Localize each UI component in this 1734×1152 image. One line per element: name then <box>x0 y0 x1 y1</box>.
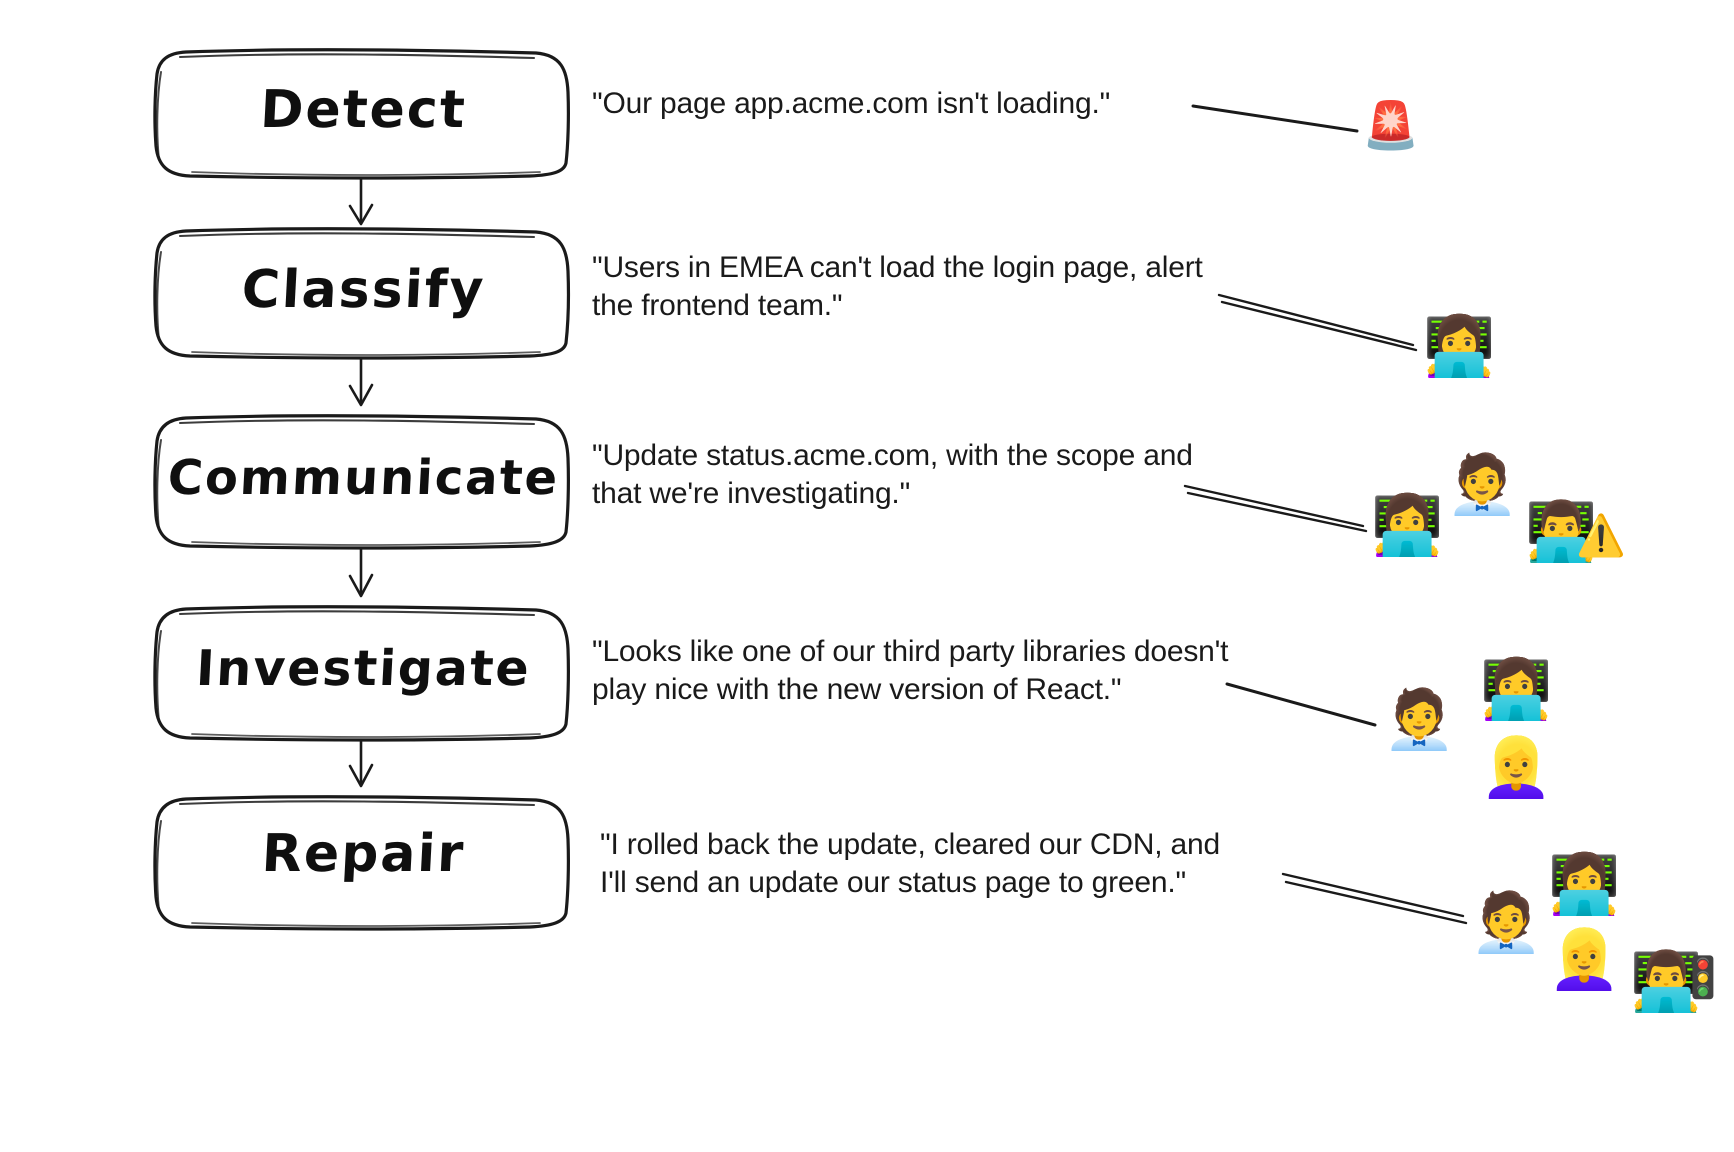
blond-woman-technologist-icon: 👱‍♀️ <box>1548 925 1621 993</box>
connector-communicate-investigate <box>348 546 374 598</box>
connector-investigate-repair <box>348 738 374 788</box>
quote-line: I'll send an update our status page to g… <box>600 866 1186 900</box>
quote-repair: "I rolled back the update, cleared our C… <box>600 826 1220 903</box>
warning-sign-icon: ⚠️ <box>1576 513 1626 559</box>
leader-line-detect <box>1191 104 1359 133</box>
quote-communicate: "Update status.acme.com, with the scope … <box>592 437 1193 514</box>
quote-line: "Users in EMEA can't load the login page… <box>592 251 1203 284</box>
police-car-light-icon: 🚨 <box>1362 98 1420 152</box>
leader-line-classify <box>1217 293 1418 352</box>
quote-investigate: "Looks like one of our third party libra… <box>592 633 1229 710</box>
woman-technologist-icon: 👩‍💻 <box>1480 655 1553 723</box>
woman-technologist-icon: 👩‍💻 <box>1548 850 1621 918</box>
quote-line: "Our page app.acme.com isn't loading." <box>592 87 1111 120</box>
quote-line: that we're investigating." <box>592 477 911 511</box>
quote-line: play nice with the new version of React.… <box>592 673 1122 707</box>
woman-technologist-icon: 👩‍💻 <box>1423 312 1496 380</box>
step-label-communicate: Communicate <box>166 450 561 506</box>
office-worker-icon: 🧑‍💼 <box>1383 685 1456 753</box>
man-technologist-icon: 👨‍💻 <box>1630 947 1703 1015</box>
quote-line: "Looks like one of our third party libra… <box>592 635 1229 668</box>
leader-line-communicate <box>1183 484 1368 533</box>
leader-line-repair <box>1281 872 1468 925</box>
connector-detect-classify <box>348 176 374 226</box>
leader-line-investigate <box>1225 682 1377 727</box>
quote-line: the frontend team." <box>592 289 843 323</box>
quote-line: "I rolled back the update, cleared our C… <box>600 828 1220 861</box>
vertical-traffic-light-icon: 🚦 <box>1678 955 1728 1001</box>
quote-detect: "Our page app.acme.com isn't loading." <box>592 85 1110 123</box>
step-label-investigate: Investigate <box>194 640 533 697</box>
blond-woman-technologist-icon: 👱‍♀️ <box>1480 733 1553 801</box>
quote-line: "Update status.acme.com, with the scope … <box>592 439 1193 472</box>
man-technologist-icon: 👨‍💻 <box>1525 497 1598 565</box>
connector-classify-communicate <box>348 356 374 407</box>
woman-technologist-icon: 👩‍💻 <box>1371 491 1444 559</box>
step-label-detect: Detect <box>258 80 469 140</box>
office-worker-icon: 🧑‍💼 <box>1470 888 1543 956</box>
office-worker-icon: 🧑‍💼 <box>1446 450 1519 518</box>
quote-classify: "Users in EMEA can't load the login page… <box>592 249 1203 326</box>
step-label-repair: Repair <box>260 824 467 884</box>
step-label-classify: Classify <box>240 260 487 320</box>
